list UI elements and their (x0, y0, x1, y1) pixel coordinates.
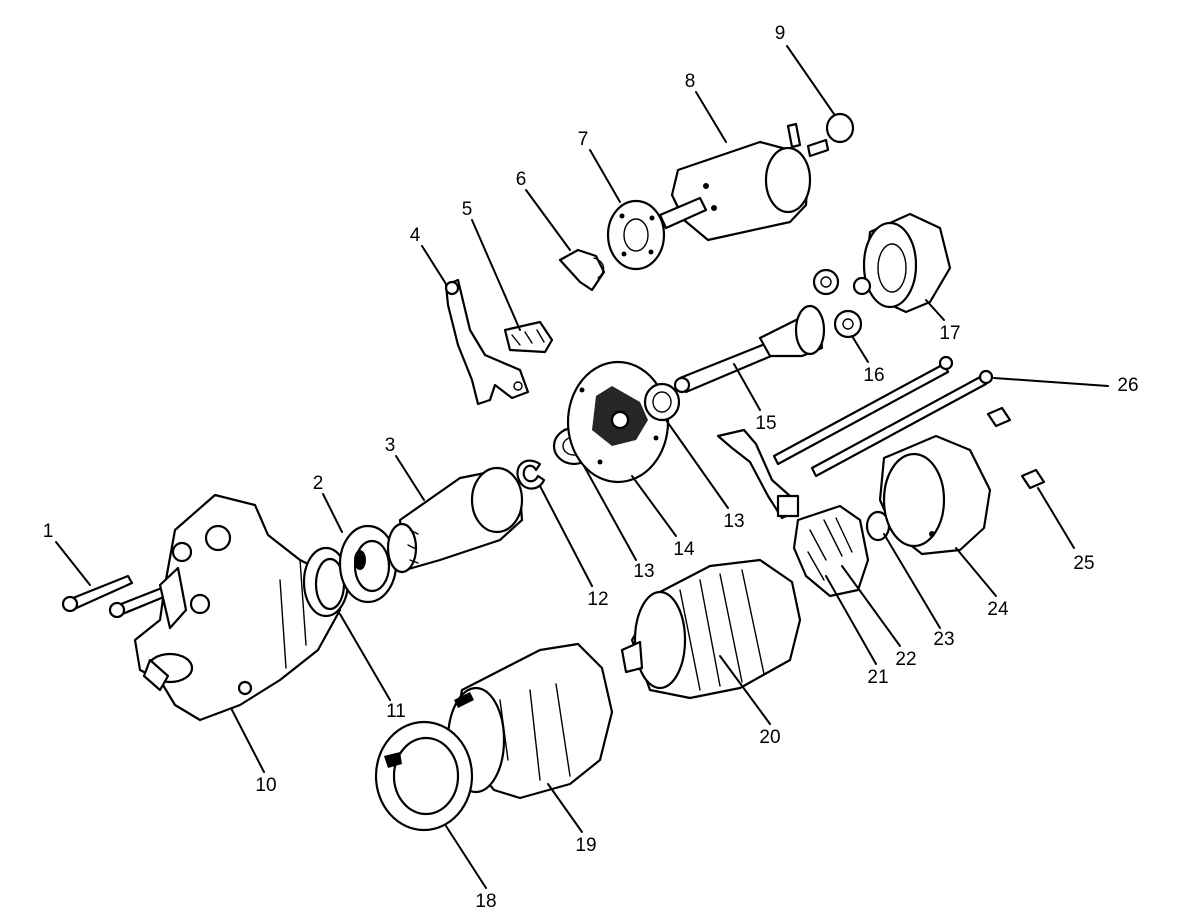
callout-19: 19 (575, 835, 596, 856)
callout-23: 23 (933, 629, 954, 650)
callout-15: 15 (755, 413, 776, 434)
callout-14: 14 (673, 539, 695, 560)
callout-labels: 1 2 3 4 5 6 7 8 9 10 11 12 13 14 13 15 1… (43, 23, 1139, 912)
callout-8: 8 (685, 71, 696, 92)
part-12-retainer-ring (516, 459, 546, 490)
part-21-brush-holder (716, 428, 870, 598)
callout-3: 3 (385, 435, 396, 456)
part-20-armature (620, 558, 802, 700)
part-4-shift-lever (444, 278, 530, 406)
part-7-gasket (606, 199, 666, 271)
part-10-drive-housing (133, 493, 342, 722)
part-3-drive-clutch (386, 466, 524, 574)
callout-13-left: 13 (633, 561, 654, 582)
callout-5: 5 (462, 199, 473, 220)
callout-1: 1 (43, 521, 54, 542)
part-14-gear-plate (566, 360, 670, 484)
callout-11: 11 (386, 701, 406, 722)
part-25-screws (986, 406, 1046, 490)
callout-26: 26 (1117, 375, 1138, 396)
callout-2: 2 (313, 473, 324, 494)
part-24-commutator-end-frame (878, 434, 992, 556)
part-2-bearing (338, 524, 398, 604)
callout-10: 10 (255, 775, 276, 796)
callout-13-right: 13 (723, 511, 744, 532)
callout-22: 22 (895, 649, 916, 670)
part-13-washer-right (643, 382, 681, 422)
callout-20: 20 (759, 727, 780, 748)
part-15-output-shaft (673, 304, 826, 394)
callout-4: 4 (410, 225, 421, 246)
callout-6: 6 (516, 169, 527, 190)
part-8-solenoid (658, 122, 830, 242)
callout-9: 9 (775, 23, 786, 44)
callout-12: 12 (587, 589, 608, 610)
callout-16: 16 (863, 365, 884, 386)
part-1-bolts (61, 574, 178, 619)
part-18-end-plate (374, 720, 474, 832)
callout-7: 7 (578, 129, 589, 150)
leader-lines (55, 45, 1109, 889)
part-17-ring-gear (852, 212, 952, 314)
part-5-bushing (503, 320, 554, 354)
callout-17: 17 (939, 323, 960, 344)
part-16-planet-gears (812, 268, 863, 339)
callout-18: 18 (475, 891, 496, 912)
callout-24: 24 (987, 599, 1009, 620)
part-6-plunger (558, 248, 606, 292)
part-9-cap (825, 112, 855, 144)
callout-25: 25 (1073, 553, 1094, 574)
callout-21: 21 (867, 667, 888, 688)
part-26-through-bolts (772, 355, 994, 478)
